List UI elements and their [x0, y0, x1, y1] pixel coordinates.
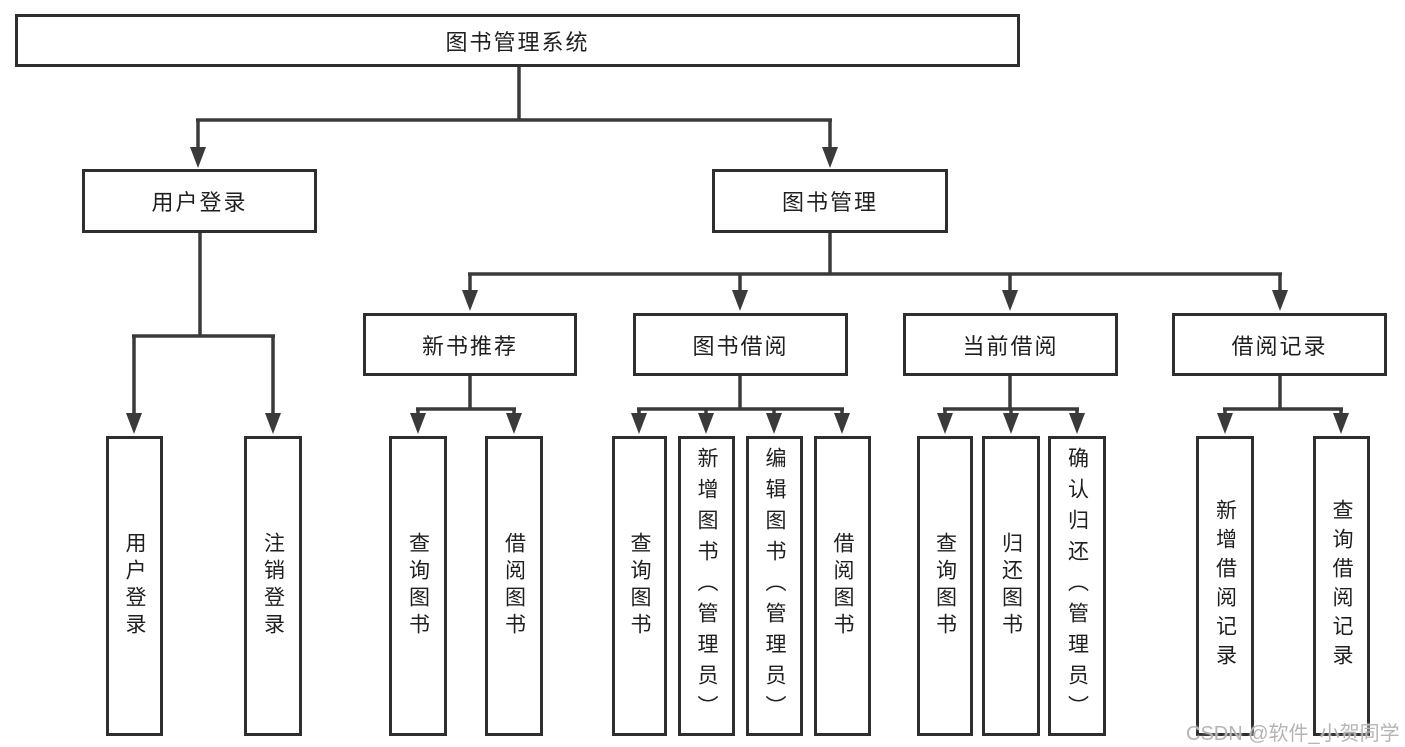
connector-book-management-children	[462, 233, 1288, 311]
leaf-logout-label: 注销登录	[261, 532, 285, 640]
leaf-query-books-recommend-label: 查询图书	[406, 532, 430, 640]
node-user-login-label: 用户登录	[151, 190, 248, 215]
connector-new-book-recommend-children	[410, 376, 522, 434]
leaf-add-books-admin: 新增图书（管理员）	[678, 436, 735, 736]
connector-root-to-level2	[190, 67, 838, 168]
node-borrow-records-label: 借阅记录	[1231, 333, 1328, 359]
connector-book-borrow-children	[631, 376, 850, 434]
node-book-borrow: 图书借阅	[633, 313, 848, 376]
connector-borrow-records-children	[1217, 376, 1349, 434]
leaf-borrow-books-recommend-label: 借阅图书	[502, 532, 526, 640]
leaf-query-books-recommend: 查询图书	[389, 436, 447, 736]
csdn-watermark: CSDN @软件_小贺同学	[1186, 723, 1400, 745]
node-borrow-records: 借阅记录	[1172, 313, 1387, 376]
leaf-borrow-books: 借阅图书	[814, 436, 871, 736]
connector-current-borrow-children	[937, 376, 1085, 434]
node-root-label: 图书管理系统	[445, 29, 590, 55]
leaf-add-borrow-record: 新增借阅记录	[1196, 436, 1254, 736]
connector-user-login-children	[126, 233, 281, 434]
leaf-add-borrow-record-label: 新增借阅记录	[1213, 499, 1237, 673]
leaf-add-books-admin-label: 新增图书（管理员）	[695, 446, 718, 726]
node-current-borrow: 当前借阅	[903, 313, 1118, 376]
node-new-book-recommend: 新书推荐	[363, 313, 577, 376]
leaf-confirm-return-admin: 确认归还（管理员）	[1048, 436, 1106, 736]
leaf-query-borrow-record-label: 查询借阅记录	[1330, 499, 1353, 673]
leaf-confirm-return-admin-label: 确认归还（管理员）	[1065, 446, 1089, 726]
node-book-management-label: 图书管理	[781, 190, 878, 215]
node-book-borrow-label: 图书借阅	[692, 333, 789, 359]
leaf-query-books-current: 查询图书	[917, 436, 973, 736]
leaf-user-login: 用户登录	[106, 436, 163, 736]
leaf-query-books-current-label: 查询图书	[933, 532, 957, 640]
leaf-query-books-borrow: 查询图书	[612, 436, 667, 736]
leaf-user-login-label: 用户登录	[123, 532, 146, 640]
leaf-borrow-books-recommend: 借阅图书	[485, 436, 543, 736]
leaf-logout: 注销登录	[244, 436, 302, 736]
leaf-return-books-label: 归还图书	[999, 532, 1023, 640]
leaf-query-books-borrow-label: 查询图书	[628, 532, 651, 640]
leaf-edit-books-admin: 编辑图书（管理员）	[746, 436, 803, 736]
node-root: 图书管理系统	[15, 14, 1020, 67]
node-new-book-recommend-label: 新书推荐	[421, 333, 518, 359]
node-book-management: 图书管理	[712, 169, 948, 233]
node-user-login: 用户登录	[82, 169, 317, 233]
leaf-edit-books-admin-label: 编辑图书（管理员）	[763, 446, 786, 726]
node-current-borrow-label: 当前借阅	[962, 333, 1059, 359]
leaf-query-borrow-record: 查询借阅记录	[1313, 436, 1370, 736]
leaf-borrow-books-label: 借阅图书	[831, 532, 854, 640]
leaf-return-books: 归还图书	[982, 436, 1040, 736]
